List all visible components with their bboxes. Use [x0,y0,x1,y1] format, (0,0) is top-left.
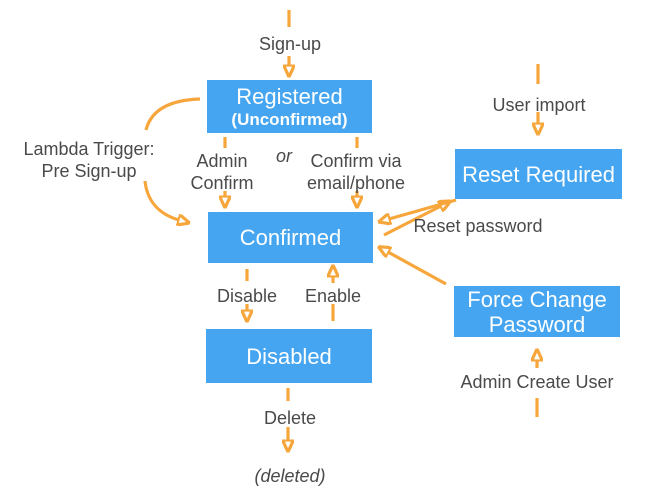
state-box-reset-required: Reset Required [455,149,622,199]
registered-subtitle: (Unconfirmed) [231,109,348,129]
confirmed-to-reset-required-arrow [383,206,441,237]
lambda-arc-top [144,97,201,131]
state-box-disabled: Disabled [206,329,372,383]
confirmed-title: Confirmed [239,225,342,250]
label-or: or [275,146,292,166]
label-confirm-via-email-phone: Confirm via email/phone [306,151,406,193]
label-lambda-trigger-pre-sign-up: Lambda Trigger: Pre Sign-up [23,139,155,181]
disabled-title: Disabled [246,343,332,369]
reset-required-title: Reset Required [462,161,615,187]
force-change-to-confirmed-arrow [388,252,447,286]
label-sign-up: Sign-up [258,34,322,54]
label-admin-confirm: Admin Confirm [190,151,254,193]
lambda-arc-bottom [143,180,179,220]
state-box-confirmed: Confirmed [208,212,373,263]
label-admin-create-user: Admin Create User [460,372,614,392]
label-delete: Delete [263,408,317,428]
registered-title: Registered [236,83,343,109]
force-change-password-title: Force Change Password [467,286,607,337]
label-user-import: User import [492,95,586,115]
label-disable: Disable [216,286,278,306]
label-reset-password: Reset password [413,216,543,236]
label-deleted-terminal: (deleted) [254,466,326,486]
state-box-registered: Registered (Unconfirmed) [207,80,372,133]
label-enable: Enable [304,286,362,306]
state-box-force-change-password: Force Change Password [454,286,620,337]
